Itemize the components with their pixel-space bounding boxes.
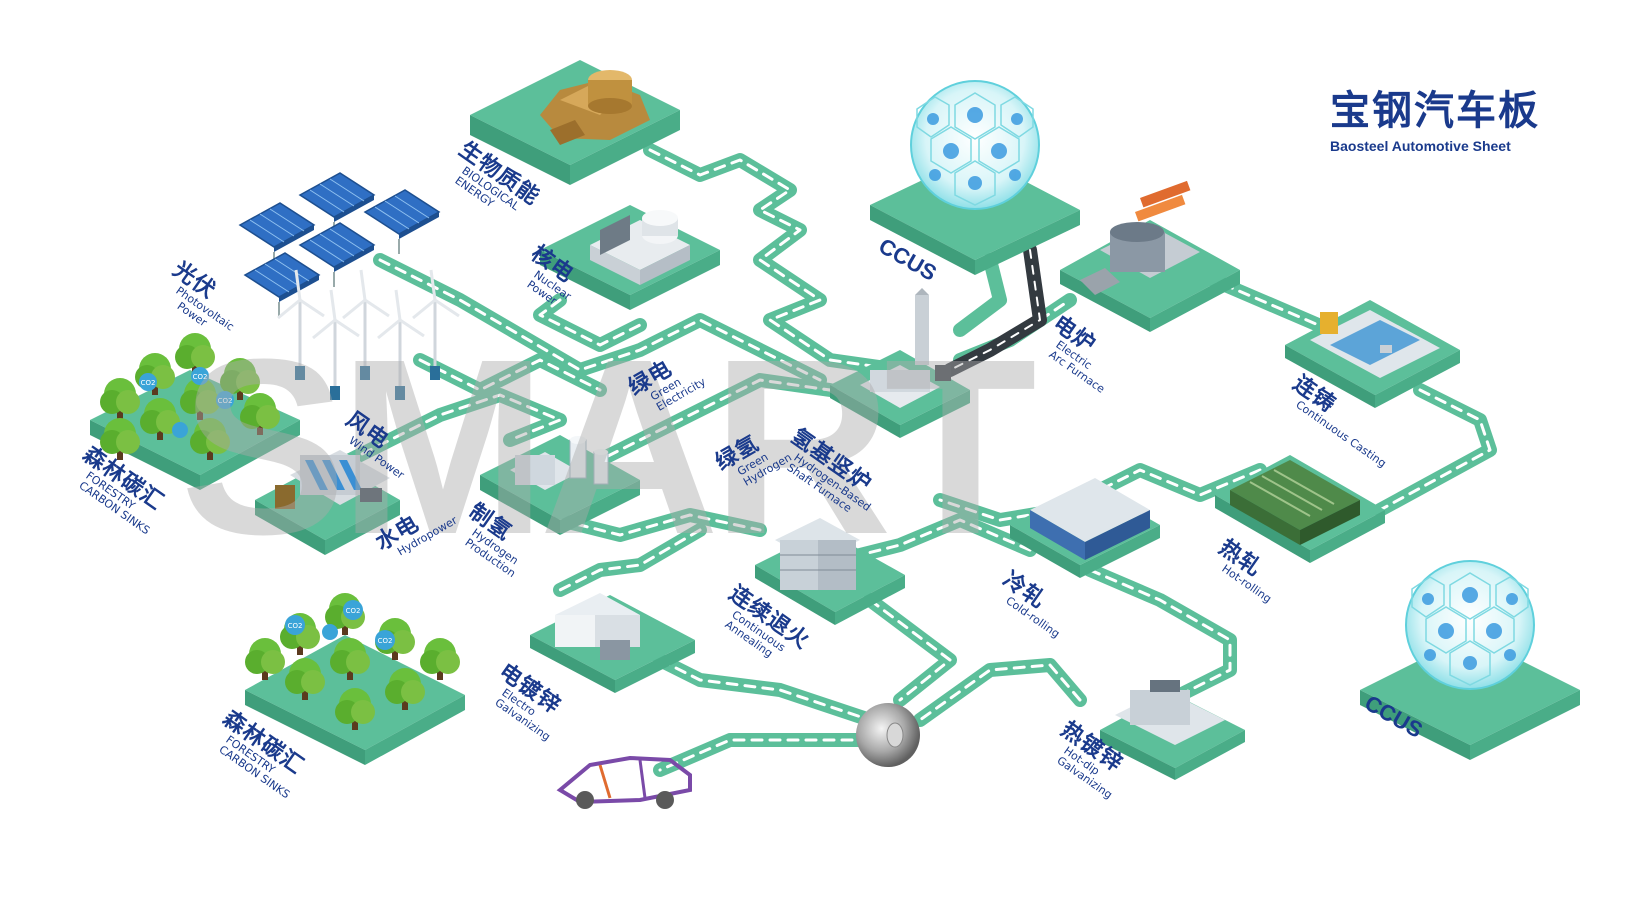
co2-badge-label: CO2 [288,622,303,630]
path-ccus1-shaft [953,253,1007,337]
shaft-furnace-plant [860,288,951,408]
forest-2-trees [245,593,460,730]
co2-badge-label: CO2 [141,379,156,387]
steel-coil [856,703,920,767]
brand-logo: 宝钢汽车板 Baosteel Automotive Sheet [1330,78,1540,154]
hydrogen-plant [510,436,609,490]
brand-title-zh: 宝钢汽车板 [1330,88,1540,134]
continuous-annealing-line [775,518,860,590]
ccus-sphere-1 [910,80,1040,210]
co2-badge-label: CO2 [218,397,233,405]
continuous-casting-machine [1310,310,1440,378]
biomass-wood-pile [540,70,650,145]
co2-badge-label: CO2 [346,607,361,615]
solar-panels [239,172,440,318]
hot-dip-galvanizing-line [1115,680,1225,745]
co2-badge-label: CO2 [193,373,208,381]
path-anneal-coil [863,593,957,707]
electric-arc-furnace [1080,180,1200,295]
electro-galvanizing-line [555,593,640,660]
flow-paths [323,143,1497,777]
cold-rolling-mill [1030,478,1150,560]
platform-ccus2 [1360,635,1580,760]
hydropower-dam [275,450,390,509]
forest-1-trees [100,333,280,460]
nuclear-plant [590,210,690,285]
co2-badge-label: CO2 [378,637,393,645]
ccus-sphere-2 [1405,560,1535,690]
brand-title-en: Baosteel Automotive Sheet [1330,138,1511,154]
path-casting-hotroll [1373,383,1497,517]
car-body-frame [556,755,692,809]
hot-rolling-mill [1230,460,1360,545]
